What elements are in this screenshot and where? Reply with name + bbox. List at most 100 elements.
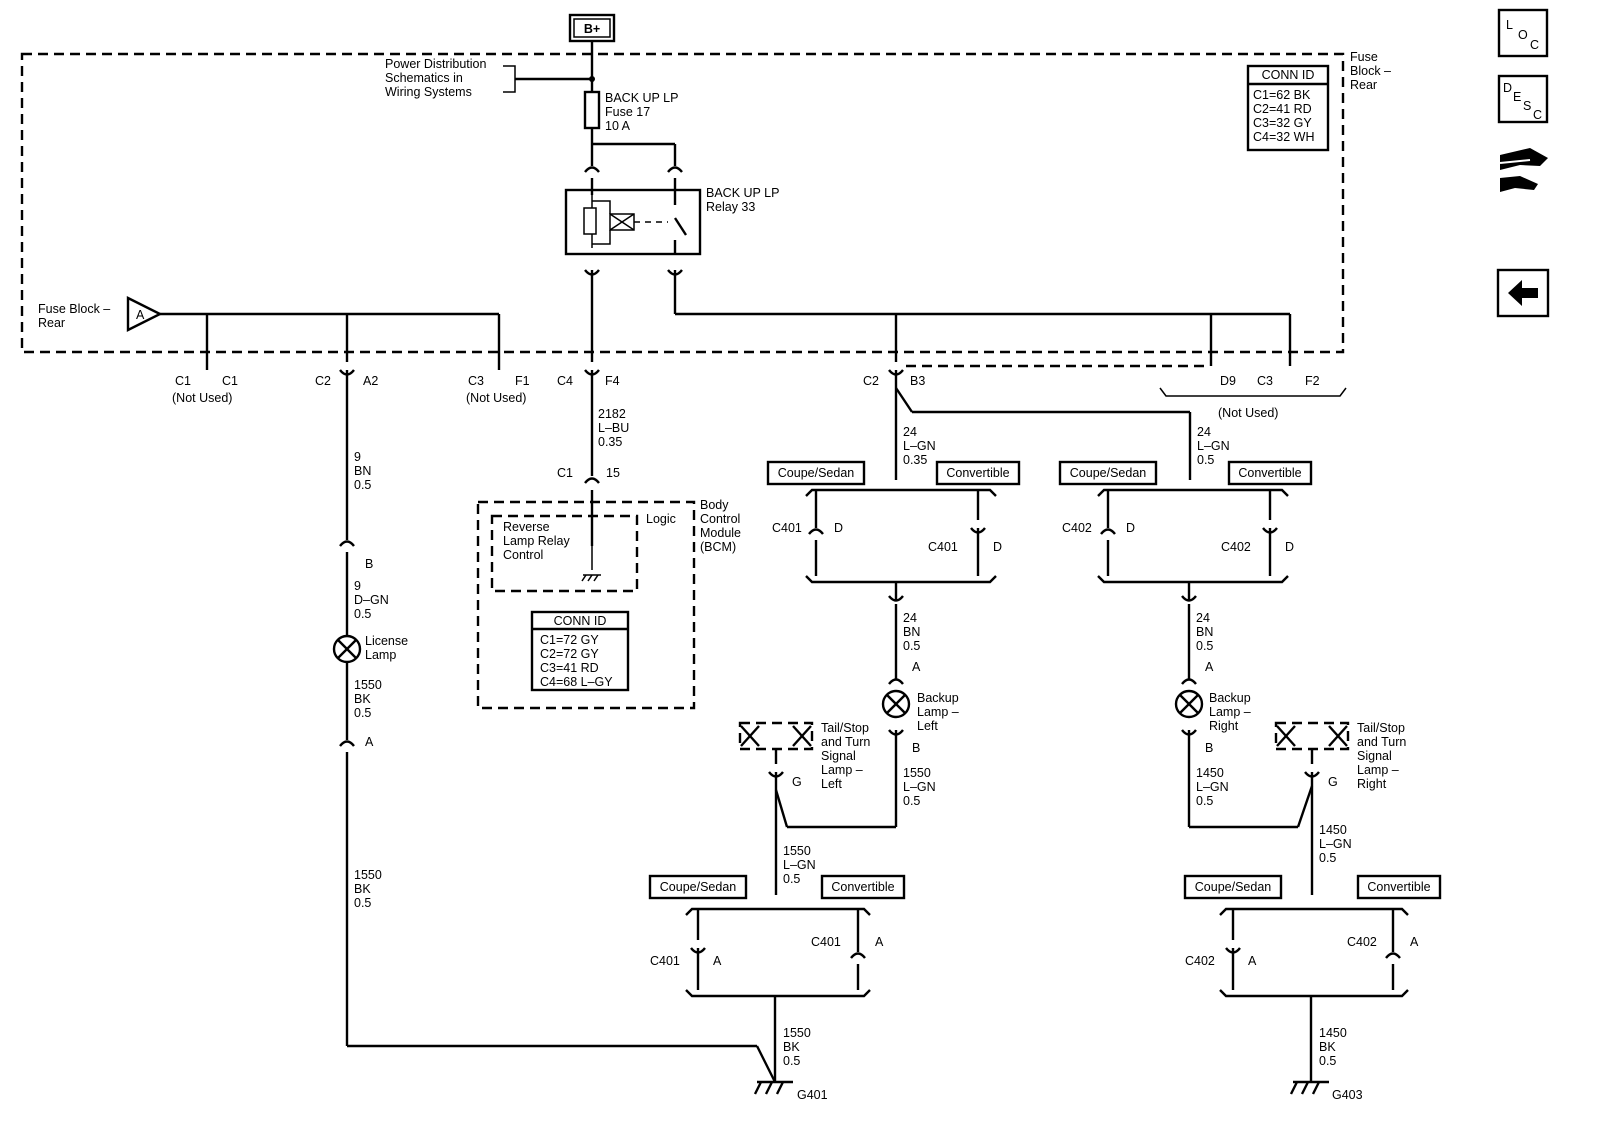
backup-lamp-right-label: Backup Lamp – Right	[1209, 691, 1251, 733]
svg-text:E: E	[1513, 90, 1521, 104]
wire-1450-lgn-right: 1450 L–GN 0.5	[1196, 766, 1229, 808]
svg-text:C2=41 RD: C2=41 RD	[1253, 102, 1312, 116]
license-pin-b: B	[365, 557, 373, 571]
svg-text:Relay 33: Relay 33	[706, 200, 755, 214]
svg-text:0.5: 0.5	[354, 706, 371, 720]
svg-text:1450: 1450	[1319, 823, 1347, 837]
backup-left-pin-b: B	[912, 741, 920, 755]
c401-pin-a-2: A	[875, 935, 884, 949]
coupe-sedan-text-lr: Coupe/Sedan	[1195, 880, 1272, 894]
svg-text:Backup: Backup	[917, 691, 959, 705]
power-distribution-ref: Power Distribution Schematics in Wiring …	[385, 57, 486, 99]
svg-text:(Not Used): (Not Used)	[172, 391, 232, 405]
svg-text:BK: BK	[1319, 1040, 1336, 1054]
desc-button[interactable]: D E S C	[1497, 74, 1549, 124]
svg-text:0.5: 0.5	[354, 896, 371, 910]
wire-2182: 2182 L–BU 0.35	[598, 407, 629, 449]
svg-text:C2: C2	[315, 374, 331, 388]
svg-text:CONN ID: CONN ID	[1262, 68, 1315, 82]
license-lamp	[332, 634, 362, 664]
wire-1550-lgn-left-2: 1550 L–GN 0.5	[783, 844, 816, 886]
tail-right-pin-g: G	[1328, 775, 1338, 789]
svg-text:Lamp –: Lamp –	[1357, 763, 1399, 777]
svg-text:0.5: 0.5	[783, 872, 800, 886]
svg-text:L–GN: L–GN	[903, 780, 936, 794]
svg-text:Lamp Relay: Lamp Relay	[503, 534, 570, 548]
c401-pin-d-1: D	[834, 521, 843, 535]
svg-text:Tail/Stop: Tail/Stop	[821, 721, 869, 735]
svg-text:0.5: 0.5	[1196, 794, 1213, 808]
svg-text:24: 24	[1196, 611, 1210, 625]
svg-text:0.5: 0.5	[354, 478, 371, 492]
svg-text:Lamp –: Lamp –	[1209, 705, 1251, 719]
svg-text:Left: Left	[917, 719, 938, 733]
c402-pin-a-2: A	[1410, 935, 1419, 949]
coupe-sedan-label-lr	[1183, 874, 1283, 900]
c402-label-3: C402	[1185, 954, 1215, 968]
svg-text:C: C	[1533, 108, 1542, 122]
svg-text:Left: Left	[821, 777, 842, 791]
svg-text:C3=32 GY: C3=32 GY	[1253, 116, 1312, 130]
license-pin-a: A	[365, 735, 374, 749]
wire-24-lgn-left: 24 L–GN 0.35	[903, 425, 936, 467]
convertible-text-lr: Convertible	[1367, 880, 1430, 894]
c401-label-3: C401	[650, 954, 680, 968]
svg-text:BN: BN	[354, 464, 371, 478]
wire-9-bn: 9 BN 0.5	[354, 450, 371, 492]
svg-text:1550: 1550	[354, 678, 382, 692]
svg-text:C: C	[1530, 38, 1539, 52]
bcm-pin-15: 15	[606, 466, 620, 480]
svg-text:Body: Body	[700, 498, 729, 512]
svg-text:BK: BK	[783, 1040, 800, 1054]
convertible-text-ur: Convertible	[1238, 466, 1301, 480]
svg-text:C4=32 WH: C4=32 WH	[1253, 130, 1314, 144]
svg-text:0.5: 0.5	[1319, 851, 1336, 865]
tail-lamp-left-label: Tail/Stop and Turn Signal Lamp – Left	[821, 721, 870, 791]
svg-text:L–GN: L–GN	[903, 439, 936, 453]
svg-text:0.5: 0.5	[903, 794, 920, 808]
c402-pin-d-1: D	[1126, 521, 1135, 535]
wire-9-dgn: 9 D–GN 0.5	[354, 579, 389, 621]
wire-24-bn-right: 24 BN 0.5	[1196, 611, 1213, 653]
svg-text:and Turn: and Turn	[821, 735, 870, 749]
c402-label-1: C402	[1062, 521, 1092, 535]
conn-id-fuse-block: CONN ID C1=62 BK C2=41 RD C3=32 GY C4=32…	[1246, 64, 1330, 152]
svg-text:Signal: Signal	[1357, 749, 1392, 763]
loc-button[interactable]: L O C	[1497, 8, 1549, 58]
connector-labels: C1 C1 (Not Used) C2 A2 C3 F1 (Not Used) …	[172, 374, 1320, 420]
coupe-sedan-text-ur: Coupe/Sedan	[1070, 466, 1147, 480]
svg-text:24: 24	[1197, 425, 1211, 439]
coupe-sedan-label-ur	[1058, 460, 1158, 486]
svg-text:L: L	[1506, 18, 1513, 32]
svg-text:0.5: 0.5	[1196, 639, 1213, 653]
svg-text:L–GN: L–GN	[1196, 780, 1229, 794]
convertible-text-ul: Convertible	[946, 466, 1009, 480]
license-lamp-label: License Lamp	[365, 634, 408, 662]
g403-label: G403	[1332, 1088, 1363, 1102]
backup-lamp-left-label: Backup Lamp – Left	[917, 691, 959, 733]
svg-text:Signal: Signal	[821, 749, 856, 763]
connector-view-icon[interactable]	[1499, 148, 1548, 192]
svg-text:Fuse: Fuse	[1350, 50, 1378, 64]
svg-text:B3: B3	[910, 374, 925, 388]
svg-text:F2: F2	[1305, 374, 1320, 388]
svg-text:C4: C4	[557, 374, 573, 388]
svg-text:BK: BK	[354, 692, 371, 706]
bcm-c1: C1	[557, 466, 573, 480]
svg-text:0.35: 0.35	[903, 453, 927, 467]
wire-24-lgn-right: 24 L–GN 0.5	[1197, 425, 1230, 467]
svg-text:Lamp –: Lamp –	[917, 705, 959, 719]
svg-text:F4: F4	[605, 374, 620, 388]
svg-text:Lamp: Lamp	[365, 648, 396, 662]
svg-text:C3: C3	[1257, 374, 1273, 388]
svg-text:Schematics in: Schematics in	[385, 71, 463, 85]
backup-lamp-right	[1174, 689, 1204, 719]
convertible-label-ul	[935, 460, 1021, 486]
svg-text:(Not Used): (Not Used)	[466, 391, 526, 405]
ground-g401	[753, 1080, 795, 1096]
back-arrow-button[interactable]	[1496, 268, 1550, 318]
svg-text:D–GN: D–GN	[354, 593, 389, 607]
svg-text:1550: 1550	[783, 1026, 811, 1040]
svg-text:Right: Right	[1357, 777, 1387, 791]
